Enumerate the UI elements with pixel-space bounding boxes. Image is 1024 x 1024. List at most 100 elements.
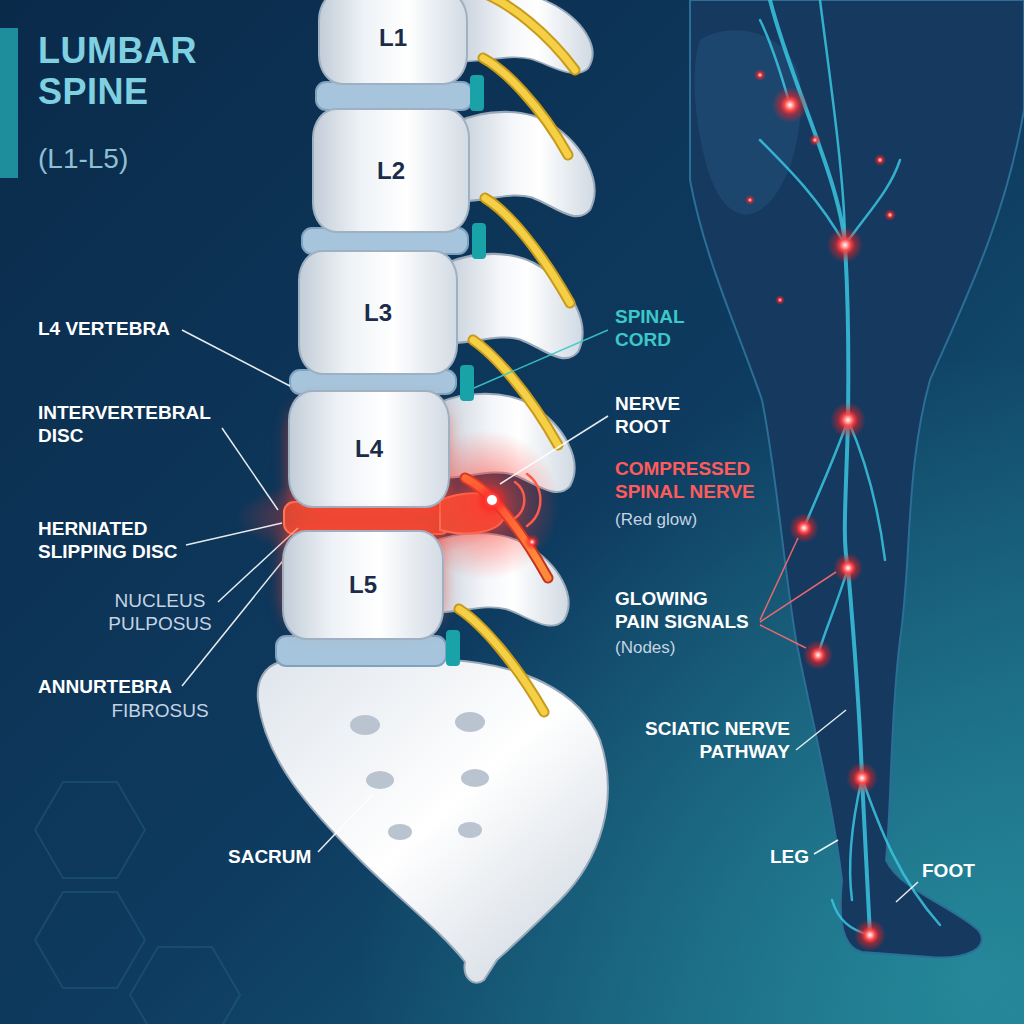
sacral-foramina	[350, 712, 489, 840]
cord-segment	[470, 75, 484, 111]
vertebral-process	[456, 112, 595, 216]
label-block: NERVE ROOT	[615, 393, 725, 439]
pain-spark	[809, 134, 821, 146]
pain-node	[830, 402, 866, 438]
cord-segment	[446, 630, 460, 666]
nerve-network	[760, 0, 940, 935]
vertebral-body: L5	[282, 530, 444, 640]
leader-line	[500, 416, 608, 484]
label-block: HERNIATED SLIPPING DISC	[38, 518, 238, 564]
root-outline	[459, 609, 544, 712]
part-label: HERNIATED SLIPPING DISC	[38, 518, 238, 564]
leader-line	[318, 795, 372, 852]
nerve-root	[483, 58, 568, 155]
root-outline	[485, 198, 570, 303]
label-block: SCIATIC NERVE PATHWAY	[600, 718, 790, 764]
ripple	[527, 474, 540, 526]
label-block: (L1-L5)	[38, 142, 258, 176]
root-outline	[488, 0, 575, 70]
nerve-branch	[850, 778, 862, 900]
label-block: FOOT	[922, 860, 1002, 883]
root-outline	[473, 340, 558, 445]
pain-node	[833, 553, 863, 583]
foramen	[455, 712, 485, 732]
vertebra-number: L4	[355, 435, 383, 463]
label-block: SPINAL CORD	[615, 306, 725, 352]
title: LUMBAR SPINE	[38, 30, 268, 113]
vertebral-process	[444, 254, 583, 358]
nerve-branch	[820, 0, 845, 245]
pain-node	[789, 513, 819, 543]
part-label: SPINAL CORD	[615, 306, 725, 352]
leader-line	[896, 882, 918, 902]
note-label: (Nodes)	[615, 638, 725, 658]
part-label: LEG	[770, 846, 820, 869]
leader-line	[796, 710, 846, 750]
pain-signals	[745, 69, 896, 951]
vertebral-body: L2	[312, 108, 470, 233]
vertebral-process	[454, 0, 593, 73]
leader-line	[760, 625, 806, 648]
nerve-root	[473, 340, 558, 445]
part-label: SACRUM	[228, 846, 328, 869]
label-block: INTERVERTEBRAL DISC	[38, 402, 248, 448]
leader-line	[222, 428, 278, 510]
label-block: ANNURTEBRA	[38, 676, 258, 699]
ripple	[515, 482, 524, 518]
disc	[276, 636, 446, 666]
label-block: FIBROSUS	[100, 700, 220, 723]
foramen	[388, 824, 412, 840]
nerve-branch	[848, 420, 885, 560]
sciatic-nerve	[770, 0, 870, 935]
vertebra-number: L3	[364, 299, 392, 327]
subtitle: (L1-L5)	[38, 142, 258, 176]
part-label: FIBROSUS	[100, 700, 220, 723]
leader-line	[814, 840, 838, 854]
part-label: FOOT	[922, 860, 1002, 883]
pain-node	[772, 87, 808, 123]
pain-spark	[874, 154, 886, 166]
vertebra-number: L5	[349, 571, 377, 599]
nerve-branch	[760, 140, 845, 245]
part-label: NERVE ROOT	[615, 393, 725, 439]
leader-line	[760, 572, 836, 622]
foramen	[366, 771, 394, 789]
label-block: (Nodes)	[615, 638, 725, 658]
pelvis-silhouette	[695, 30, 801, 214]
foramen	[461, 769, 489, 787]
nerve-branch	[862, 778, 940, 925]
label-block: (Red glow)	[615, 510, 765, 530]
part-label: NUCLEUS PULPOSUS	[92, 590, 228, 636]
vertebra-number: L1	[379, 24, 407, 52]
nerve-roots	[459, 0, 575, 712]
sacrum-bone	[258, 660, 608, 983]
label-block: COMPRESSED SPINAL NERVE	[615, 458, 790, 504]
pain-spark	[884, 209, 896, 221]
part-label: GLOWING PAIN SIGNALS	[615, 588, 753, 634]
label-block: LEG	[770, 846, 820, 869]
pain-spark	[745, 195, 755, 205]
part-label: INTERVERTEBRAL DISC	[38, 402, 248, 448]
vertebral-body: L4	[288, 390, 450, 508]
pain-node	[803, 640, 833, 670]
warning-label: COMPRESSED SPINAL NERVE	[615, 458, 790, 504]
cord-segment	[472, 223, 486, 259]
pain-spark	[754, 69, 766, 81]
leader-line	[760, 538, 798, 620]
cord-segment	[460, 365, 474, 401]
leader-line	[182, 330, 290, 386]
nerve-root	[485, 198, 570, 303]
vertebra-number: L2	[377, 157, 405, 185]
vertebral-body: L3	[298, 250, 458, 375]
foramen	[350, 715, 380, 735]
compression-core	[487, 495, 497, 505]
leader-lines	[182, 330, 918, 902]
pain-node	[854, 919, 886, 951]
pain-spark	[524, 534, 540, 550]
label-block: SACRUM	[228, 846, 328, 869]
hexagon	[35, 782, 145, 878]
leader-line	[474, 330, 608, 388]
leader-line	[186, 523, 282, 545]
